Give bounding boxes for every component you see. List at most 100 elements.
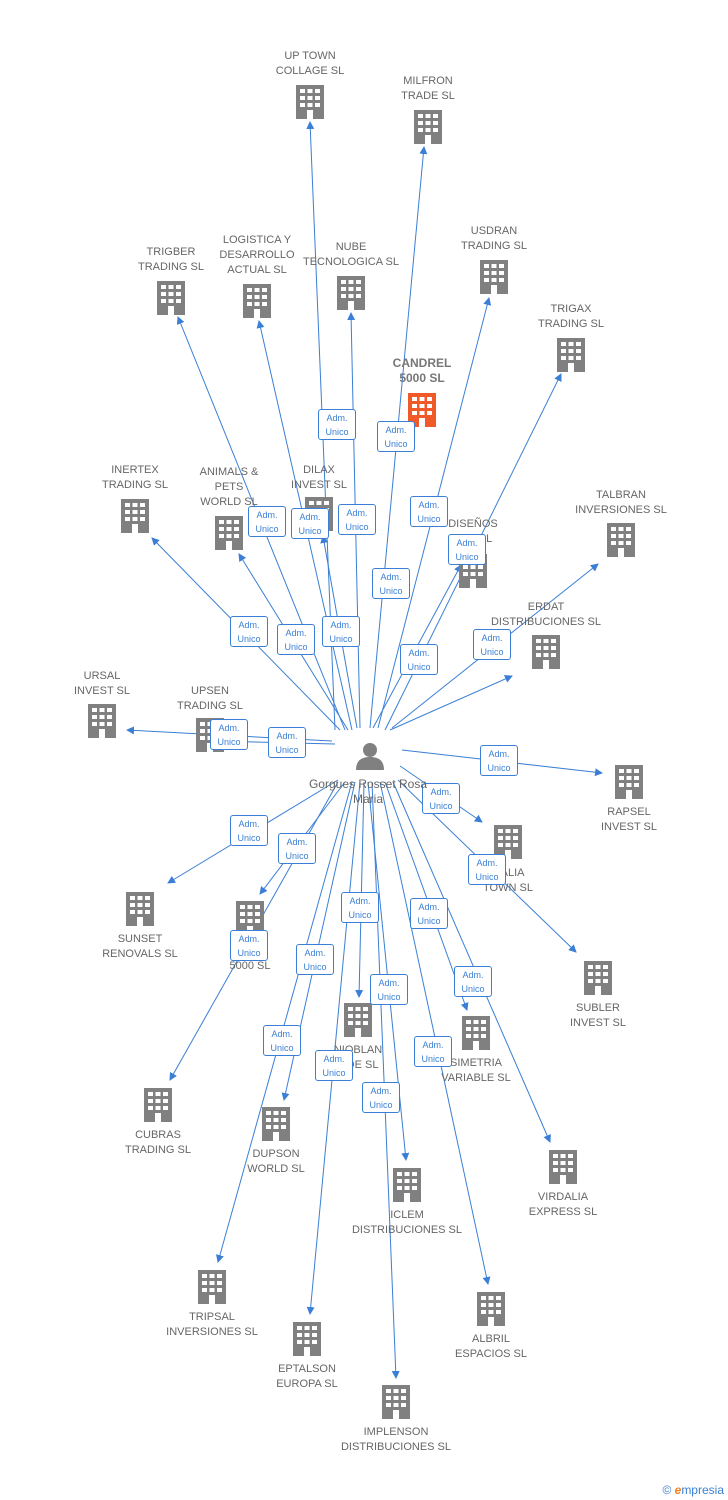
relation-role: Adm. — [418, 500, 440, 510]
relation-badge-subler[interactable]: Adm.Unico — [468, 854, 506, 885]
building-icon-albril[interactable] — [477, 1292, 505, 1326]
relation-badge-usdran[interactable]: Adm.Unico — [410, 496, 448, 527]
person-name[interactable]: Gorgues Rosset Rosa Maria — [308, 777, 428, 806]
building-icon-trigax[interactable] — [557, 338, 585, 372]
relation-badge-nube[interactable]: Adm.Unico — [338, 504, 376, 535]
building-icon-talbran[interactable] — [607, 523, 635, 557]
building-icon-dupson[interactable] — [262, 1107, 290, 1141]
relation-badge-cubras[interactable]: Adm.Unico — [230, 930, 268, 961]
relation-role-detail: Unico — [255, 524, 279, 534]
relation-badge-erdat[interactable]: Adm.Unico — [400, 644, 438, 675]
building-icon-nioblan[interactable] — [344, 1003, 372, 1037]
relation-badge-virdalia[interactable]: Adm.Unico — [454, 966, 492, 997]
person-icon — [356, 743, 384, 770]
relation-badge-sunset[interactable]: Adm.Unico — [230, 815, 268, 846]
building-icon-logistica[interactable] — [243, 284, 271, 318]
relation-role: Adm. — [323, 1054, 345, 1064]
building-icon-iclem[interactable] — [393, 1168, 421, 1202]
building-icon-tripsal[interactable] — [198, 1270, 226, 1304]
relation-badge-eptalson[interactable]: Adm. Unico — [315, 1050, 353, 1081]
building-icon-nube[interactable] — [337, 276, 365, 310]
relation-badge-uptown[interactable]: Adm.Unico — [318, 409, 356, 440]
relation-role-detail: Unico — [270, 1043, 294, 1053]
relation-badge-simetria[interactable]: Adm.Unico — [410, 898, 448, 929]
relation-badge-trigber[interactable]: Adm. Unico — [248, 506, 286, 537]
relation-role: Adm. — [218, 723, 240, 733]
building-icon-implenson[interactable] — [382, 1385, 410, 1419]
relation-badge-tripsal[interactable]: Adm.Unico — [263, 1025, 301, 1056]
relation-badge-implenson[interactable]: Adm.Unico — [362, 1082, 400, 1113]
relation-badge-iclem[interactable]: Adm.Unico — [370, 974, 408, 1005]
relation-role-detail: Unico — [407, 662, 431, 672]
building-icon-uptown[interactable] — [296, 85, 324, 119]
relation-badge-rapsel[interactable]: Adm.Unico — [480, 745, 518, 776]
relation-badge-inertex[interactable]: Adm.Unico — [230, 616, 268, 647]
building-icon-ursal[interactable] — [88, 704, 116, 738]
relation-badge-albril[interactable]: Adm.Unico — [414, 1036, 452, 1067]
building-icon-inertex[interactable] — [121, 499, 149, 533]
relation-badge-trigax[interactable]: Adm.Unico — [448, 534, 486, 565]
relation-badge-ursal[interactable]: Adm.Unico — [210, 719, 248, 750]
relation-badge-ag5000[interactable]: Adm.Unico — [278, 833, 316, 864]
relation-badge-alia[interactable]: Adm.Unico — [422, 783, 460, 814]
relation-badge-logistica[interactable]: Adm.Unico — [291, 508, 329, 539]
building-icon-trigber[interactable] — [157, 281, 185, 315]
relation-badge-milfron[interactable]: Adm.Unico — [377, 421, 415, 452]
relation-role: Adm. — [276, 731, 298, 741]
building-icon-subler[interactable] — [584, 961, 612, 995]
relation-badge-talbran[interactable]: Adm.Unico — [473, 629, 511, 660]
building-icon-sunset[interactable] — [126, 892, 154, 926]
building-icon-virdalia[interactable] — [549, 1150, 577, 1184]
relation-badge-nioblan[interactable]: Adm.Unico — [341, 892, 379, 923]
building-icon-eptalson[interactable] — [293, 1322, 321, 1356]
relation-role: Adm. — [385, 425, 407, 435]
relation-badge-dupson[interactable]: Adm.Unico — [296, 944, 334, 975]
building-icon-milfron[interactable] — [414, 110, 442, 144]
building-icon-animals[interactable] — [215, 516, 243, 550]
relation-role: Adm. — [481, 633, 503, 643]
building-icon-erdat[interactable] — [532, 635, 560, 669]
relation-badge-disenos[interactable]: Adm.Unico — [372, 568, 410, 599]
building-icon-rapsel[interactable] — [615, 765, 643, 799]
relation-role-detail: Unico — [322, 1068, 346, 1078]
relation-role: Adm. — [430, 787, 452, 797]
relation-badge-dilax[interactable]: Adm.Unico — [322, 616, 360, 647]
relation-role: Adm. — [256, 510, 278, 520]
building-icon-usdran[interactable] — [480, 260, 508, 294]
relation-role-detail: Unico — [369, 1100, 393, 1110]
relation-role: Adm. — [476, 858, 498, 868]
relation-role-detail: Unico — [417, 916, 441, 926]
building-icon-simetria[interactable] — [462, 1016, 490, 1050]
relation-badge-animals[interactable]: Adm.Unico — [277, 624, 315, 655]
relation-badge-upsen[interactable]: Adm.Unico — [268, 727, 306, 758]
building-icon-cubras[interactable] — [144, 1088, 172, 1122]
